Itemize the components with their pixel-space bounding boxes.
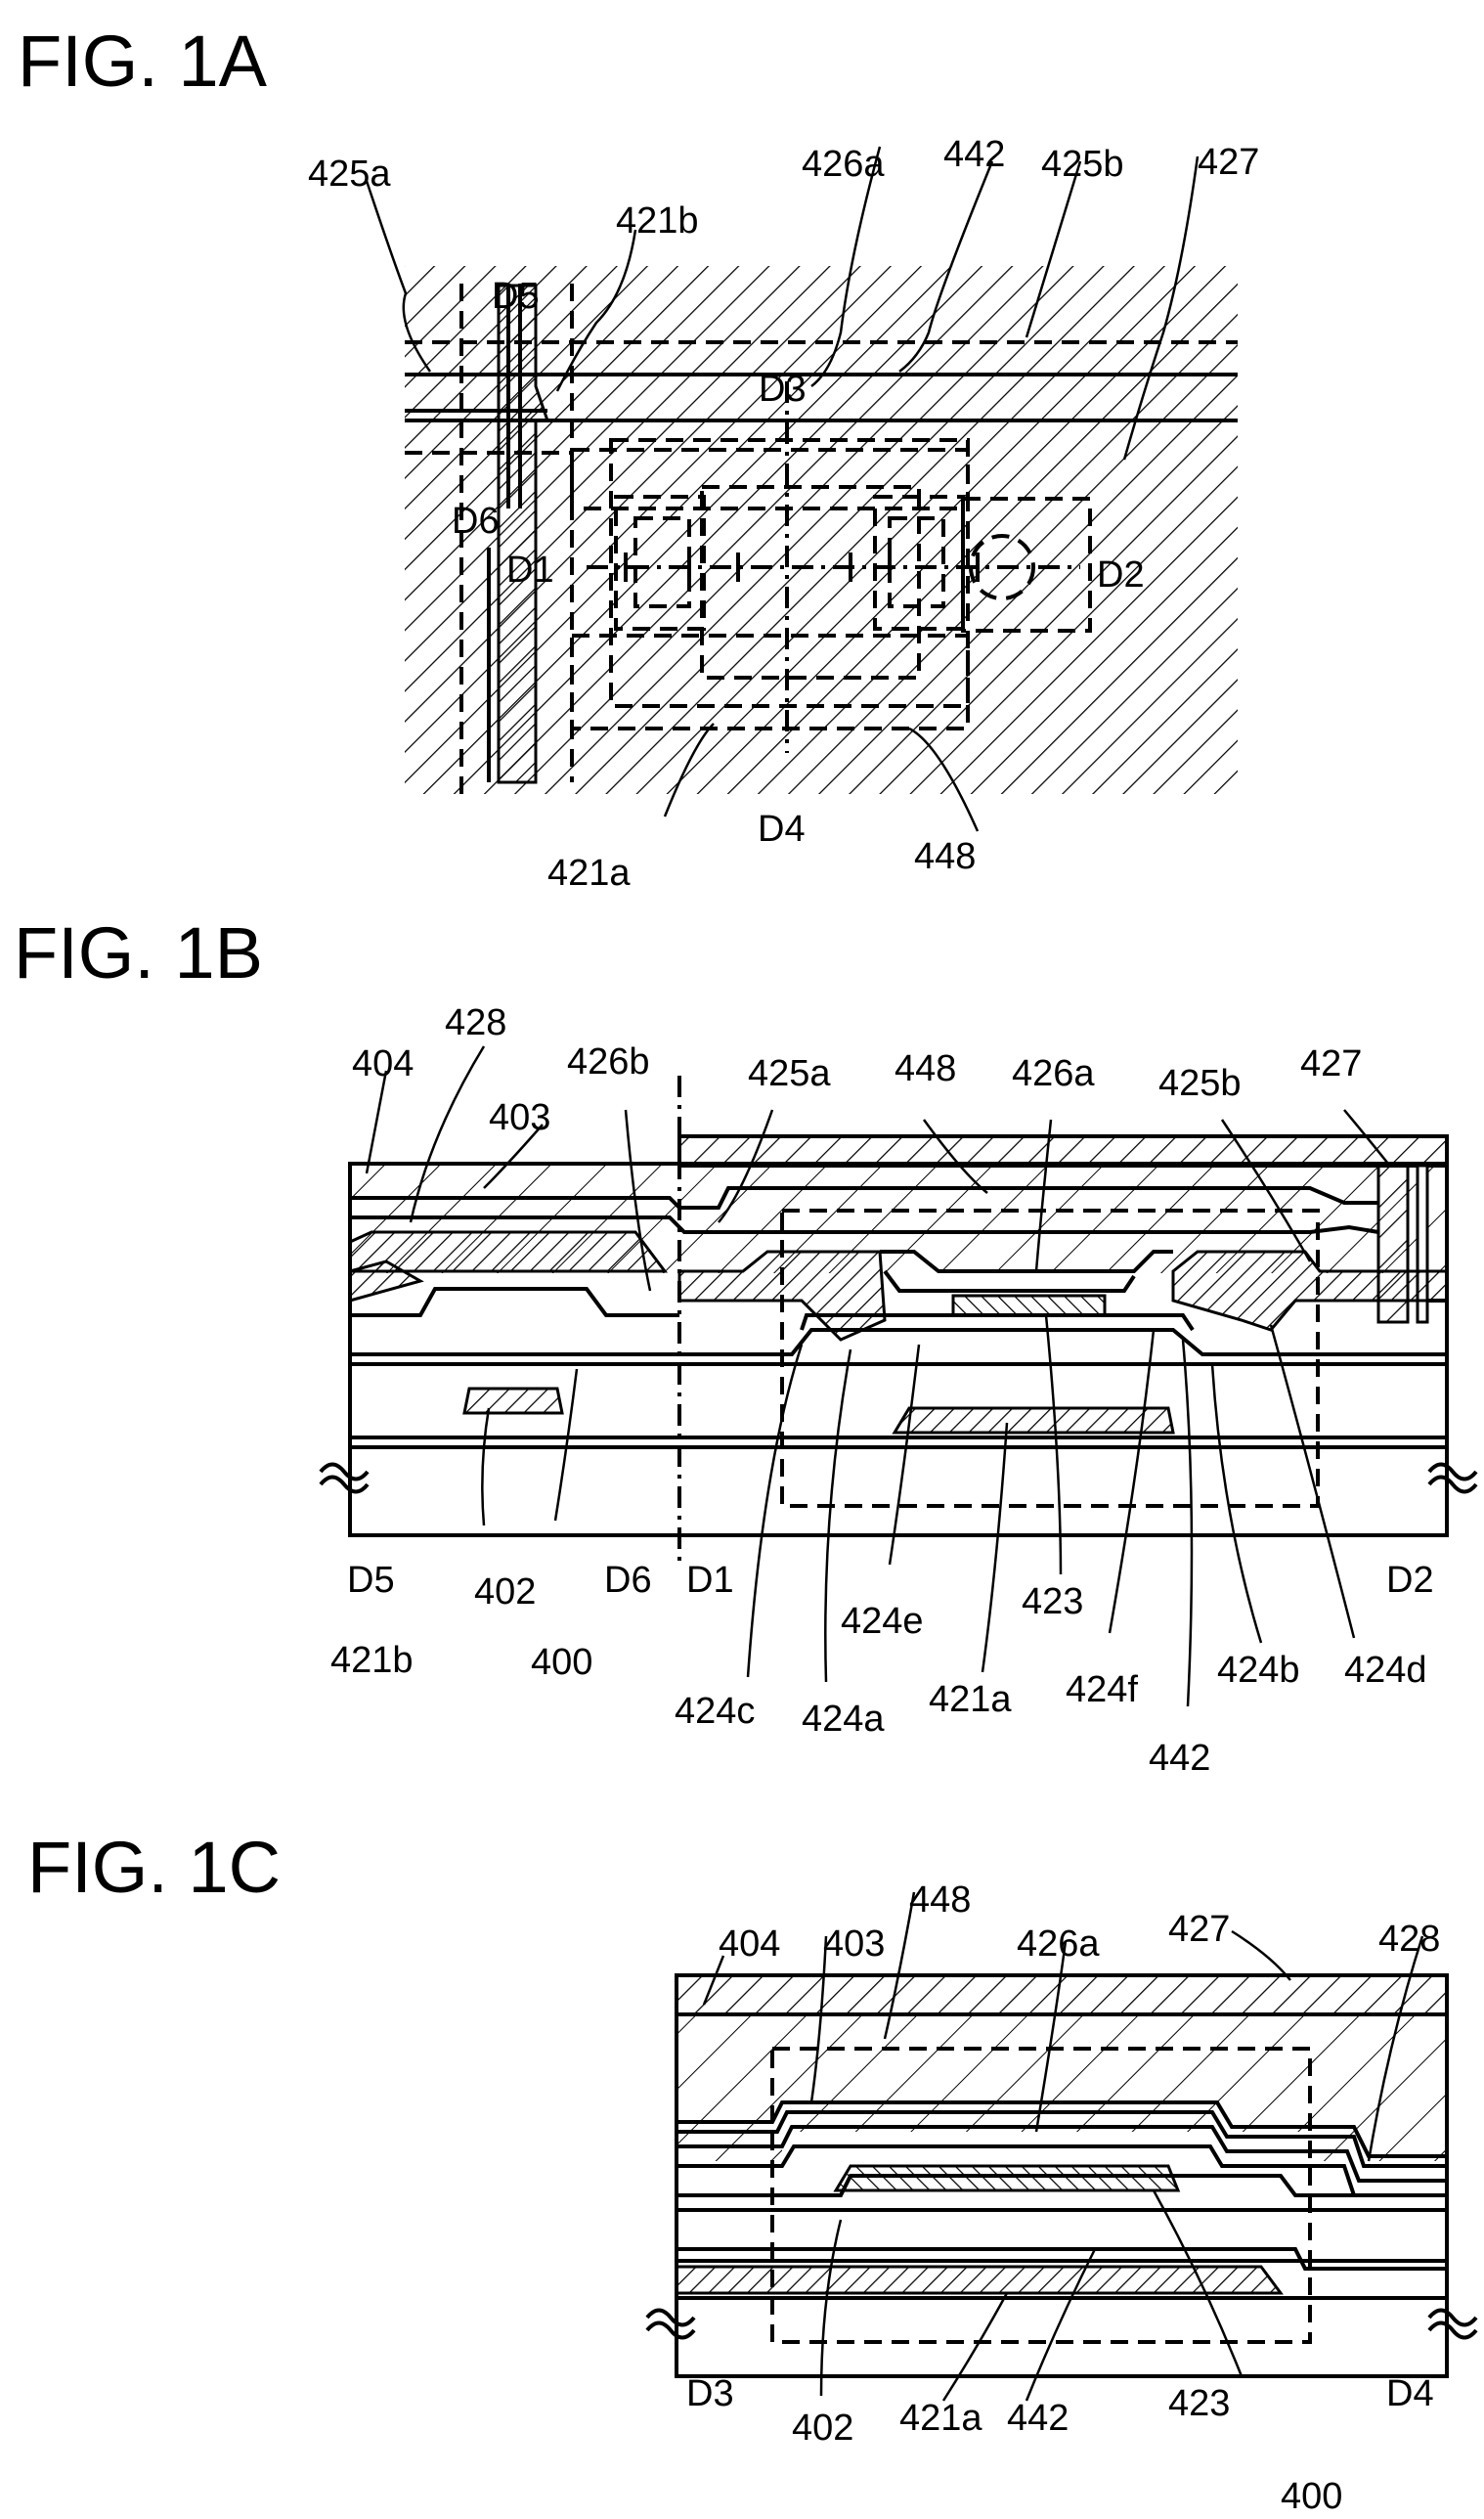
fig-1b-label-404: 404 <box>352 1043 414 1084</box>
figure-1c: FIG. 1C <box>27 1827 1476 2517</box>
fig-1c-label-442: 442 <box>1007 2398 1069 2439</box>
fig-1c-label-423: 423 <box>1168 2383 1230 2424</box>
fig-1c-label-421a: 421a <box>899 2398 982 2439</box>
fig-1a-label-D6: D6 <box>452 501 500 542</box>
fig-1c-label-404: 404 <box>719 1923 780 1965</box>
fig-1b-title: FIG. 1B <box>14 912 263 994</box>
fig-1b-label-403: 403 <box>489 1097 550 1138</box>
fig-1b-gate-421b <box>464 1389 562 1413</box>
fig-1b-gate-421a <box>895 1408 1173 1433</box>
fig-1b-label-D1: D1 <box>686 1560 734 1601</box>
fig-1c-label-426a: 426a <box>1017 1923 1100 1965</box>
fig-1c-label-D4: D4 <box>1386 2373 1434 2414</box>
fig-1b-label-423: 423 <box>1022 1581 1083 1622</box>
fig-1a-label-426a: 426a <box>802 144 885 185</box>
fig-1b-label-425b: 425b <box>1158 1063 1242 1104</box>
fig-1b-label-D6: D6 <box>604 1560 652 1601</box>
fig-1c-layer-423 <box>836 2166 1178 2190</box>
fig-1b-label-426b: 426b <box>567 1041 650 1083</box>
fig-1c-label-448: 448 <box>909 1879 971 1921</box>
fig-1b-label-424b: 424b <box>1217 1650 1300 1691</box>
fig-1b-layer-427-top <box>679 1136 1447 1166</box>
fig-1c-label-403: 403 <box>823 1923 885 1965</box>
fig-1b-label-D5: D5 <box>347 1560 395 1601</box>
fig-1c-label-402: 402 <box>792 2408 853 2449</box>
fig-1b-label-427: 427 <box>1300 1043 1362 1084</box>
fig-1a-plan-view <box>405 266 1238 794</box>
fig-1b-label-425a: 425a <box>748 1053 831 1094</box>
fig-1c-title: FIG. 1C <box>27 1827 281 1908</box>
fig-1b-label-424e: 424e <box>841 1601 924 1642</box>
fig-1a-label-D3: D3 <box>759 369 807 410</box>
fig-1b-label-424c: 424c <box>675 1691 755 1732</box>
fig-1a-label-442: 442 <box>943 134 1005 175</box>
fig-1c-label-428: 428 <box>1378 1919 1440 1960</box>
fig-1a-label-425b: 425b <box>1041 144 1124 185</box>
fig-1b-label-D2: D2 <box>1386 1560 1434 1601</box>
fig-1c-label-400: 400 <box>1281 2476 1342 2517</box>
figure-1a: FIG. 1A <box>18 21 1259 894</box>
fig-1b-label-421b: 421b <box>330 1640 414 1681</box>
figure-1b: FIG. 1B <box>14 912 1476 1779</box>
fig-1b-label-442: 442 <box>1149 1738 1210 1779</box>
fig-1b-electrode-426b <box>350 1232 665 1271</box>
fig-1a-label-448: 448 <box>914 836 976 877</box>
fig-1a-label-D2: D2 <box>1097 554 1145 596</box>
fig-1b-label-424f: 424f <box>1066 1669 1138 1710</box>
fig-1c-label-427: 427 <box>1168 1909 1230 1950</box>
fig-1b-layer-423 <box>953 1296 1105 1315</box>
fig-1a-label-427: 427 <box>1198 142 1259 183</box>
fig-1a-title: FIG. 1A <box>18 21 268 102</box>
fig-1b-label-448: 448 <box>895 1048 956 1089</box>
fig-1b-label-424d: 424d <box>1344 1650 1427 1691</box>
fig-1b-label-424a: 424a <box>802 1699 885 1740</box>
fig-1a-label-421a: 421a <box>547 853 631 894</box>
fig-1a-label-425a: 425a <box>308 154 391 195</box>
fig-1a-label-D1: D1 <box>506 550 554 591</box>
fig-1a-label-D4: D4 <box>758 809 806 850</box>
fig-1c-layer-427 <box>677 1975 1447 2014</box>
fig-1b-label-400: 400 <box>531 1642 592 1683</box>
fig-1b-label-421a: 421a <box>929 1679 1012 1720</box>
fig-1a-label-D5: D5 <box>492 276 540 317</box>
fig-1b-label-426a: 426a <box>1012 1053 1095 1094</box>
fig-1b-label-428: 428 <box>445 1002 506 1043</box>
fig-1c-label-D3: D3 <box>686 2373 734 2414</box>
fig-1a-label-421b: 421b <box>616 200 699 242</box>
fig-1c-gate-421a <box>677 2267 1281 2293</box>
fig-1b-layer-402 <box>350 1289 679 1315</box>
fig-1b-cross-section <box>321 1076 1476 1565</box>
fig-1b-label-402: 402 <box>474 1571 536 1613</box>
